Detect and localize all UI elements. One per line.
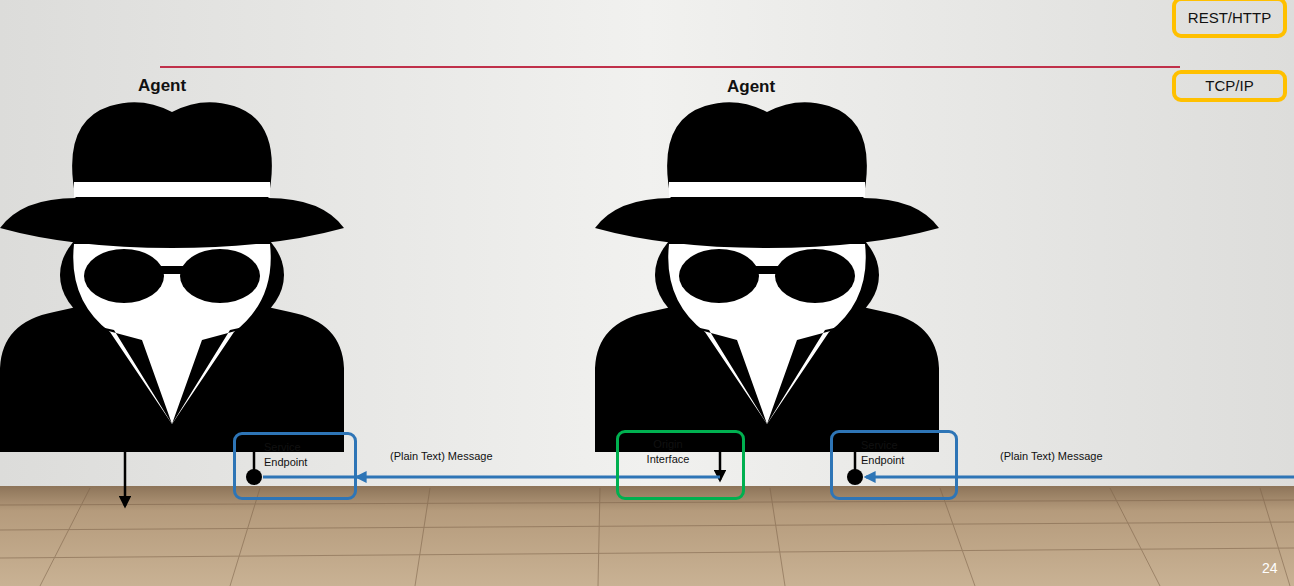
node-label: Service Endpoint: [264, 440, 328, 470]
title-rule: [160, 66, 1180, 68]
message-label: (Plain Text) Message: [1000, 450, 1103, 462]
wood-floor: [0, 486, 1294, 586]
node-label: Service Endpoint: [861, 438, 925, 468]
origin-interface-box: Origin Interface: [616, 430, 745, 500]
message-wire: [866, 476, 1294, 479]
node-label: Origin Interface: [633, 437, 703, 467]
service-endpoint-box: Service Endpoint: [830, 430, 958, 500]
protocol-box: REST/HTTP: [1172, 0, 1287, 38]
floor-planks: [0, 488, 1294, 586]
agent-label: Agent: [727, 77, 775, 97]
agent-figure: [0, 102, 344, 452]
origin-arrow: [719, 434, 722, 480]
protocol-box: TCP/IP: [1172, 70, 1287, 102]
message-label: (Plain Text) Message: [390, 450, 493, 462]
endpoint-dot: [847, 469, 863, 485]
message-connector: [357, 476, 616, 479]
message-wire: [263, 476, 357, 479]
node-label: REST/HTTP: [1188, 9, 1271, 27]
wall: [0, 0, 1294, 488]
message-wire: [616, 476, 720, 479]
page-number: 24: [1262, 560, 1278, 576]
node-label: TCP/IP: [1205, 77, 1253, 95]
agent-label: Agent: [138, 76, 186, 96]
agent-interface-arrow: [124, 452, 127, 506]
endpoint-dot: [246, 469, 262, 485]
agent-figure: [595, 102, 939, 452]
service-endpoint-box: Service Endpoint: [233, 432, 357, 500]
